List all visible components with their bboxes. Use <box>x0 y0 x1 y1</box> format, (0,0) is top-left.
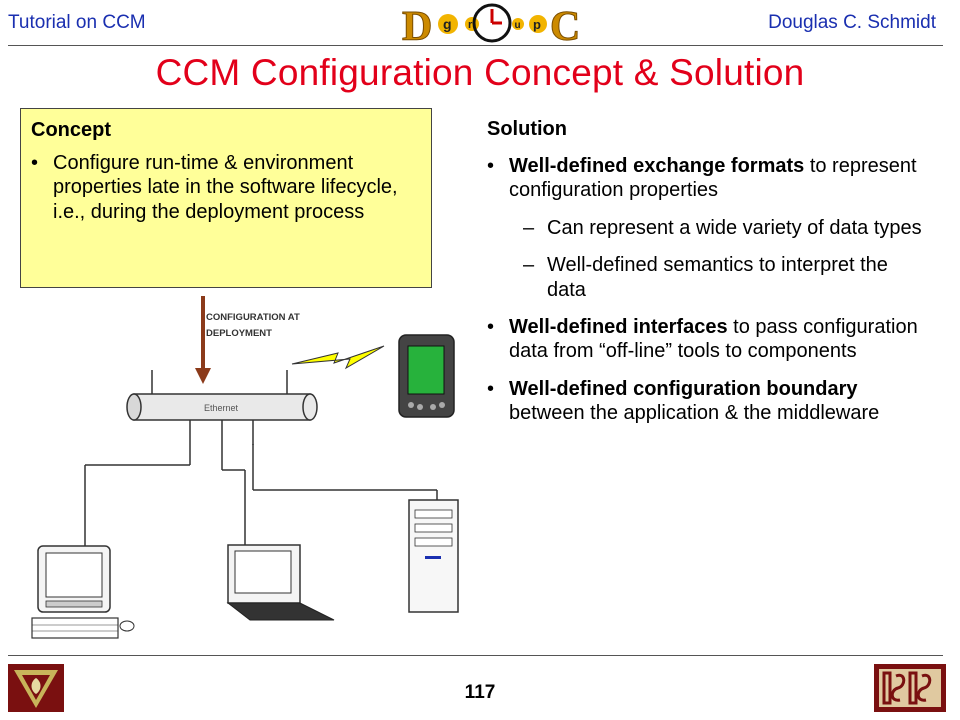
solution-sub-bullet: – Can represent a wide variety of data t… <box>523 216 922 239</box>
ethernet-bus: Ethernet <box>126 393 318 421</box>
logo-letter-g: g <box>443 16 452 32</box>
solution-bullet: • Well-defined interfaces to pass config… <box>487 315 918 363</box>
footer-rule <box>8 655 943 656</box>
solution-sub-bullet: – Well-defined semantics to interpret th… <box>523 254 888 301</box>
doc-group-logo: D g r o u p C <box>402 3 581 51</box>
network-wires <box>84 370 438 548</box>
concept-heading: Concept <box>31 119 111 141</box>
bullet-dot: • <box>31 152 39 174</box>
header-left-text: Tutorial on CCM <box>8 12 146 33</box>
concept-box: Concept • Configure run-time & environme… <box>20 108 432 288</box>
page-number: 117 <box>464 682 496 703</box>
logo-letter-c: C <box>550 4 580 50</box>
desktop-computer-icon <box>31 545 135 639</box>
solution-bullet: • Well-defined exchange formats to repre… <box>487 155 917 202</box>
isis-logo <box>874 664 946 712</box>
arrow-label-line2: DEPLOYMENT <box>206 328 272 339</box>
solution-section: Solution • Well-defined exchange formats… <box>487 118 927 426</box>
solution-heading: Solution <box>487 118 567 140</box>
laptop-icon <box>226 544 335 621</box>
header-rule <box>8 45 943 46</box>
concept-bullet: • Configure run-time & environment prope… <box>31 152 398 223</box>
slide-title: CCM Configuration Concept & Solution <box>155 52 805 93</box>
logo-letter-r: r <box>468 19 473 31</box>
arrow-label-line1: CONFIGURATION AT <box>206 312 300 323</box>
server-tower-icon <box>408 499 459 613</box>
wireless-bolt-icon <box>291 345 385 370</box>
deployment-arrow <box>195 296 211 384</box>
vanderbilt-logo <box>8 664 64 712</box>
logo-letter-p: p <box>533 17 541 32</box>
logo-letter-d: D <box>402 4 432 50</box>
pda-icon <box>398 334 455 418</box>
logo-letter-u: u <box>515 20 521 31</box>
header-author-text: Douglas C. Schmidt <box>768 12 936 33</box>
solution-bullet: • Well-defined configuration boundary be… <box>487 377 880 425</box>
ethernet-label: Ethernet <box>204 403 239 413</box>
